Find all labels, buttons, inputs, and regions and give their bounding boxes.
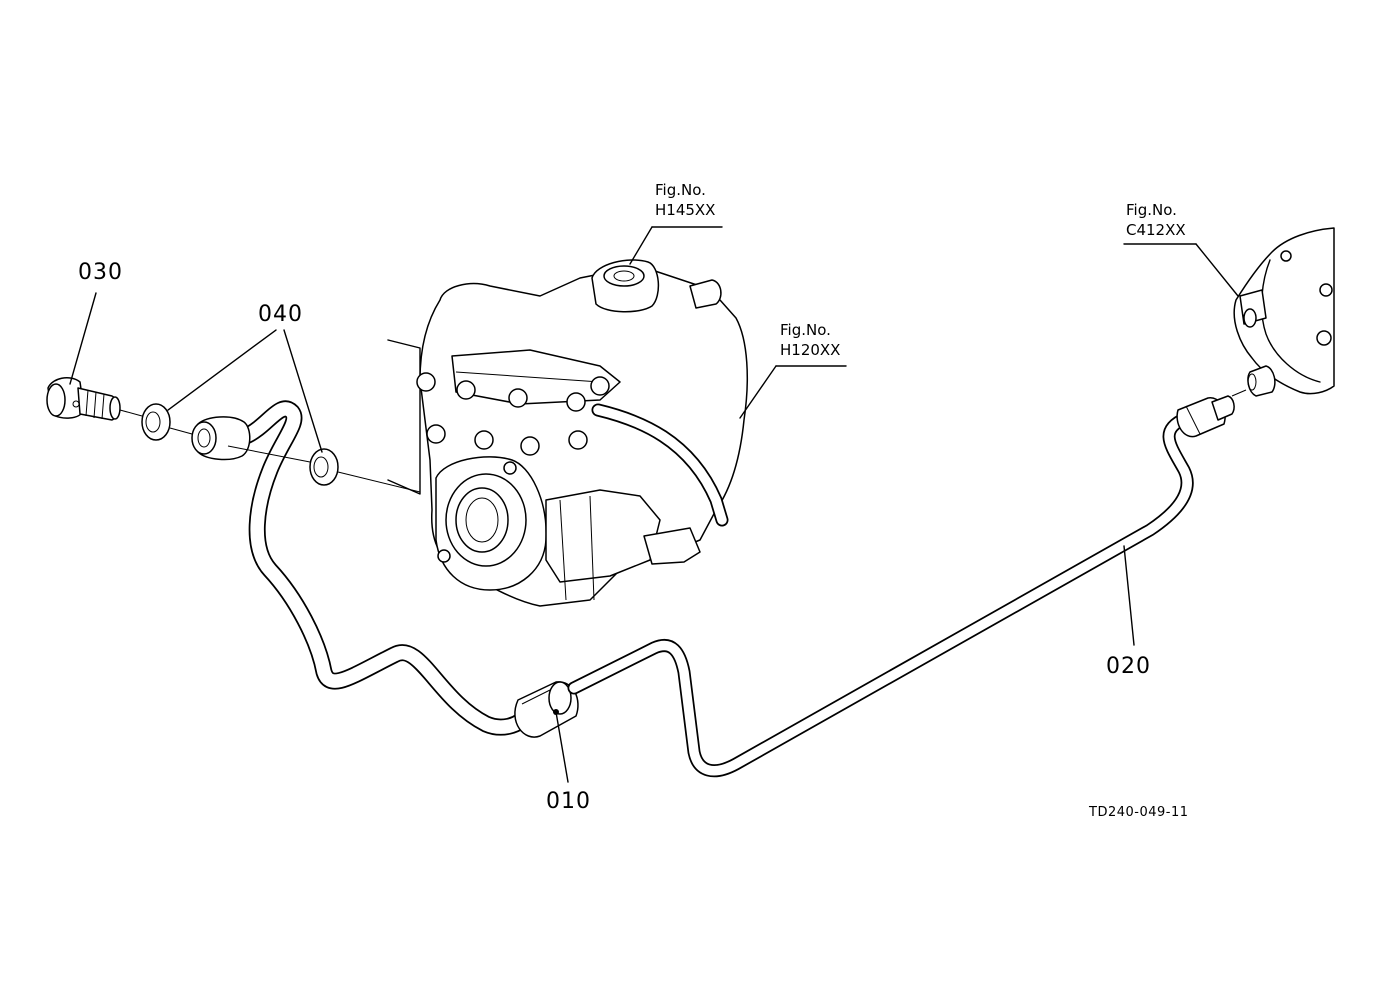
callout-020[interactable]: 020 xyxy=(1106,654,1151,679)
leader-040-a xyxy=(167,329,277,411)
leader-lines xyxy=(69,226,1239,783)
leader-040-b xyxy=(283,329,323,453)
fig-ref-h120-line1: Fig.No. xyxy=(780,321,831,339)
fig-ref-c412[interactable]: Fig.No. C412XX xyxy=(1126,200,1186,240)
washer-040-a[interactable] xyxy=(141,403,171,441)
leader-010 xyxy=(555,711,569,783)
banjo-bolt-030[interactable] xyxy=(46,376,121,421)
fig-ref-h145-line2: H145XX xyxy=(655,201,716,219)
fig-ref-c412-line1: Fig.No. xyxy=(1126,201,1177,219)
fig-ref-c412-line2: C412XX xyxy=(1126,221,1186,239)
fig-ref-h145[interactable]: Fig.No. H145XX xyxy=(655,180,715,220)
callout-010[interactable]: 010 xyxy=(546,789,591,814)
engine-cover-assembly xyxy=(1231,227,1335,397)
fig-ref-h120[interactable]: Fig.No. H120XX xyxy=(780,320,840,360)
assembly-axis-line xyxy=(119,409,421,493)
callout-040[interactable]: 040 xyxy=(258,302,303,327)
fig-ref-h145-line1: Fig.No. xyxy=(655,181,706,199)
fig-ref-h120-line2: H120XX xyxy=(780,341,841,359)
leader-030 xyxy=(69,292,97,385)
hydraulic-pump-assembly xyxy=(387,259,749,607)
leader-020 xyxy=(1123,545,1135,646)
pipe-020[interactable] xyxy=(567,395,1235,778)
washer-040-b[interactable] xyxy=(309,448,339,486)
drawing-code: TD240-049-11 xyxy=(1089,805,1189,820)
callout-030[interactable]: 030 xyxy=(78,260,123,285)
